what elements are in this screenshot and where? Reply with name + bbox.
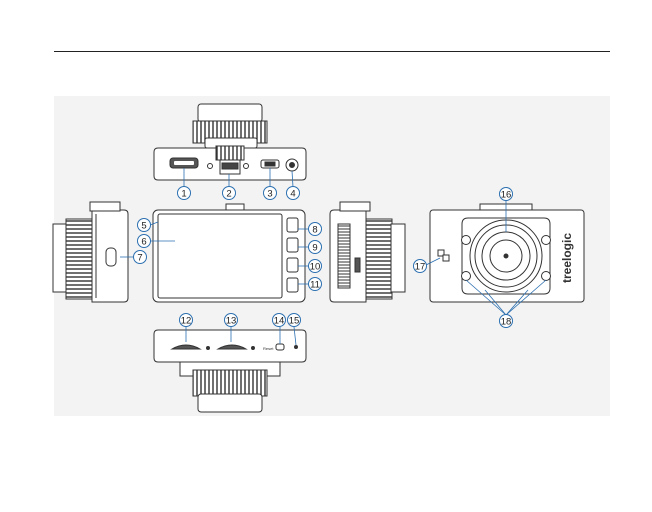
reset-button (275, 343, 285, 351)
svg-text:9: 9 (312, 243, 317, 254)
hdmi-port-slot (174, 161, 194, 165)
ir-led (461, 235, 471, 245)
sensor-square (437, 249, 445, 257)
svg-text:15: 15 (289, 316, 300, 327)
callout-6: 6 (137, 234, 151, 248)
bottom-view (153, 329, 307, 413)
svg-text:18: 18 (501, 317, 512, 328)
callout-16: 16 (499, 187, 513, 201)
av-port-hole (289, 162, 295, 168)
top-lens-cap (197, 103, 263, 123)
rear-view (429, 203, 585, 303)
mount-pins (221, 162, 239, 170)
indicator-dot (251, 346, 255, 350)
callout-17: 17 (413, 259, 427, 273)
left-button (105, 247, 117, 267)
callout-3: 3 (263, 186, 277, 200)
side-button-11 (286, 277, 299, 293)
lens-center (503, 253, 509, 259)
side-button-8 (286, 217, 299, 233)
callout-13: 13 (224, 313, 238, 327)
callout-14: 14 (272, 313, 286, 327)
screw-icon (243, 163, 249, 169)
svg-text:4: 4 (290, 189, 295, 200)
reset-label: Reset (263, 346, 274, 351)
callout-12: 12 (179, 313, 193, 327)
lcd-screen (157, 213, 283, 299)
side-button-10 (286, 257, 299, 273)
brand-logo-text: treelogic (560, 233, 574, 283)
callout-8: 8 (308, 222, 322, 236)
right-lens-ring (365, 218, 393, 300)
right-lens-cap (390, 223, 406, 293)
bottom-lens-cap (197, 393, 263, 413)
svg-text:2: 2 (226, 189, 231, 200)
leader-lines (120, 168, 547, 346)
side-button-9 (286, 237, 299, 253)
card-slot-12 (170, 344, 202, 350)
usb-port-slot (264, 161, 276, 167)
card-slot-13 (216, 344, 248, 350)
mount-connector (215, 145, 245, 161)
callout-9: 9 (308, 240, 322, 254)
svg-text:14: 14 (274, 316, 285, 327)
callout-11: 11 (308, 277, 322, 291)
mic-hole (294, 345, 298, 349)
svg-text:11: 11 (310, 280, 320, 291)
left-lens-ring (65, 218, 93, 300)
ir-led (461, 271, 471, 281)
top-view (153, 103, 307, 181)
svg-text:5: 5 (141, 221, 146, 232)
indicator-dot (206, 346, 210, 350)
right-mount-stub (339, 201, 371, 212)
svg-text:17: 17 (415, 262, 426, 273)
callout-1: 1 (177, 186, 191, 200)
bottom-lens-ring (192, 369, 268, 397)
svg-text:6: 6 (141, 237, 146, 248)
left-mount-stub (89, 201, 121, 212)
svg-text:7: 7 (137, 253, 142, 264)
left-lens-cap (52, 223, 68, 293)
callout-2: 2 (222, 186, 236, 200)
svg-text:1: 1 (181, 189, 186, 200)
ir-led (541, 271, 551, 281)
svg-text:13: 13 (226, 316, 237, 327)
callout-10: 10 (308, 259, 322, 273)
screw-icon (207, 163, 213, 169)
callout-18: 18 (499, 314, 513, 328)
callout-7: 7 (133, 250, 147, 264)
front-view (152, 203, 306, 303)
header-rule (54, 51, 610, 52)
ir-led (541, 235, 551, 245)
svg-text:10: 10 (310, 262, 321, 273)
left-side-view (52, 201, 129, 303)
svg-text:16: 16 (501, 190, 512, 201)
sensor-square (442, 254, 450, 262)
svg-text:8: 8 (312, 225, 317, 236)
callout-15: 15 (287, 313, 301, 327)
callout-5: 5 (137, 218, 151, 232)
callout-4: 4 (286, 186, 300, 200)
speaker-grill (337, 223, 351, 289)
right-side-view (329, 201, 406, 303)
svg-text:12: 12 (181, 316, 192, 327)
mic-slot (354, 257, 361, 273)
svg-text:3: 3 (267, 189, 272, 200)
